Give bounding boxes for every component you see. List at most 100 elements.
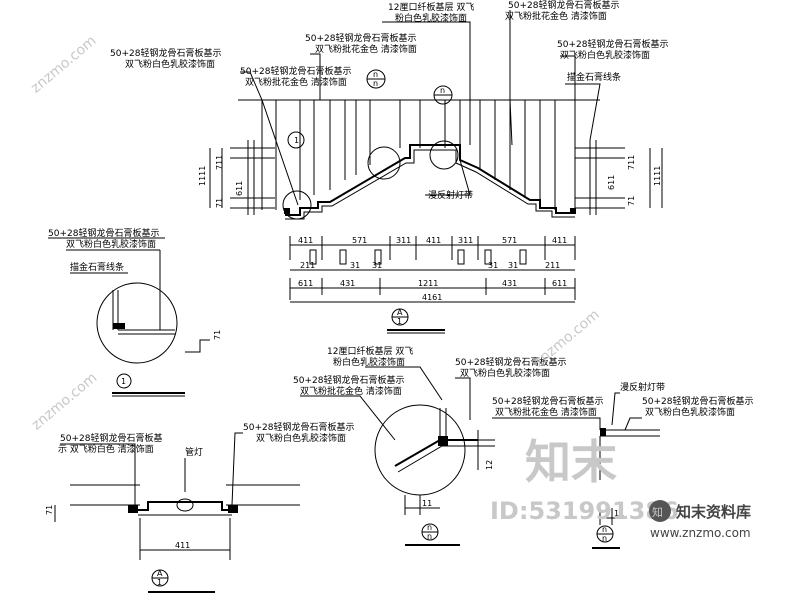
- detail-marker-n-top-text2: n: [373, 79, 378, 88]
- dim-bm-height: 12: [485, 460, 494, 470]
- section-marker-a-label: A: [397, 308, 403, 317]
- bm-marker-n2: n: [427, 532, 432, 541]
- label-bm-a-2: 粉白色乳胶漆饰面: [333, 356, 405, 368]
- detail-marker-n-top-text: n: [373, 70, 378, 79]
- detail-marker-1-text: 1: [294, 136, 299, 145]
- section-marker-a-sub: 1: [397, 317, 402, 326]
- dim-left-b: 611: [235, 181, 244, 196]
- hanger-rods: [261, 100, 576, 210]
- bm-detail-circle: [374, 404, 466, 496]
- label-top-e-1: 50+28轻钢龙骨石膏板基示: [557, 38, 668, 50]
- label-top-f-2: 双飞粉批花金色 清漆饰面: [505, 10, 607, 22]
- dim-top-5: 571: [502, 236, 517, 245]
- watermark-id: ID:531991386: [490, 497, 679, 525]
- dim-bot-2: 1211: [418, 279, 438, 288]
- dim-top-6: 411: [552, 236, 567, 245]
- detail-marker-1: [287, 131, 305, 149]
- dim-bot-3: 431: [502, 279, 517, 288]
- bottom-mid-detail: 12厘口纤板基层 双飞 粉白色乳胶漆饰面 50+28轻钢龙骨石膏板基示 双飞粉批…: [293, 345, 566, 546]
- label-bm-c-1: 50+28轻钢龙骨石膏板基示: [455, 356, 566, 368]
- label-tube-lamp: 管灯: [185, 446, 203, 458]
- leaders: [240, 10, 601, 206]
- dim-right-height: 1111: [653, 166, 662, 186]
- dim-top-3: 411: [426, 236, 441, 245]
- label-top-b-2: 双飞粉白色乳胶漆饰面: [125, 58, 215, 70]
- dim-left-height: 1111: [198, 166, 207, 186]
- watermark-brand: 知末: [525, 435, 617, 489]
- dim-right-a: 611: [607, 175, 616, 190]
- dim-bot-0: 611: [298, 279, 313, 288]
- bm-marker-n: n: [427, 523, 432, 532]
- label-br-b-2: 双飞粉批花金色 清漆饰面: [495, 406, 597, 418]
- label-br-a-1: 50+28轻钢龙骨石膏板基示: [642, 395, 753, 407]
- detail-callout-left: [282, 190, 312, 220]
- dimension-row-top: 411 571 311 411 311 571 411: [289, 236, 576, 260]
- dimension-row-mid: 211 31 31 31 31 211: [290, 249, 575, 271]
- label-bl-left-2: 示 双飞粉白色 清漆饰面: [58, 443, 154, 455]
- dim-left-a: 711: [215, 155, 224, 170]
- br-marker-n: n: [602, 525, 607, 534]
- watermark-site-3: znzmo.com: [531, 307, 602, 371]
- watermark-site-1: znzmo.com: [28, 33, 99, 97]
- tube-lamp: [176, 498, 194, 512]
- dimension-row-bottom: 611 431 1211 431 611 4161: [289, 278, 576, 303]
- dim-mid-3: 31: [488, 261, 498, 270]
- dim-bm-width: 11: [422, 499, 432, 508]
- label-bm-a-1: 12厘口纤板基层 双飞: [327, 345, 413, 357]
- label-top-d-1: 50+28轻钢龙骨石膏板基示: [240, 65, 351, 77]
- right-wall: [570, 140, 625, 215]
- label-left-mid-3: 描金石膏线条: [70, 261, 124, 273]
- label-br-lamp: 漫反射灯带: [620, 381, 665, 393]
- dim-bl-height: 71: [45, 505, 54, 515]
- label-lamp-trough: 漫反射灯带: [428, 189, 473, 201]
- section-marker-a: A 1: [387, 308, 445, 334]
- dim-bot-4: 611: [552, 279, 567, 288]
- label-top-e-2: 双飞粉白色乳胶漆饰面: [560, 49, 650, 61]
- bottom-right-detail: 50+28轻钢龙骨石膏板基示 双飞粉批花金色 清漆饰面 漫反射灯带 50+28轻…: [492, 381, 753, 549]
- dim-total: 4161: [422, 293, 442, 302]
- bl-marker-1: 1: [157, 578, 162, 587]
- right-height-dims: 1111 611 711 71: [607, 148, 663, 208]
- dim-br-width: 11: [614, 509, 624, 518]
- dim-left-detail-height: 71: [213, 330, 222, 340]
- dim-mid-5: 211: [545, 261, 560, 270]
- left-detail-circle: [96, 282, 178, 364]
- dim-top-4: 311: [458, 236, 473, 245]
- detail-marker-n-right-text: n: [440, 86, 445, 95]
- left-wall: [230, 140, 290, 215]
- left-detail-marker: 1: [121, 377, 126, 386]
- label-top-c-2: 双飞粉批花金色 清漆饰面: [315, 43, 417, 55]
- br-marker-n2: n: [602, 534, 607, 543]
- left-height-dims: 1111 711 611 71: [198, 148, 244, 208]
- label-bm-b-1: 50+28轻钢龙骨石膏板基示: [293, 374, 404, 386]
- label-top-d-2: 双飞粉批花金色 清漆饰面: [245, 76, 347, 88]
- dim-mid-1: 31: [350, 261, 360, 270]
- label-left-mid-2: 双飞粉白色乳胶漆饰面: [66, 238, 156, 250]
- dim-mid-4: 31: [508, 261, 518, 270]
- label-top-a-1: 12厘口纤板基层 双飞: [388, 1, 474, 13]
- watermark-brand-sub: 知末资料库: [676, 503, 751, 521]
- main-ceiling-section: 1 n n n 12厘口纤板基层 双飞 粉白色乳胶漆饰面 50+28轻钢龙骨石膏…: [110, 0, 668, 334]
- label-top-c-1: 50+28轻钢龙骨石膏板基示: [305, 32, 416, 44]
- bl-marker-a: A: [157, 569, 163, 578]
- label-top-a-2: 粉白色乳胶漆饰面: [395, 12, 467, 24]
- label-bl-right-1: 50+28轻钢龙骨石膏板基示: [243, 421, 354, 433]
- label-br-b-1: 50+28轻钢龙骨石膏板基示: [492, 395, 603, 407]
- label-top-b-1: 50+28轻钢龙骨石膏板基示: [110, 47, 221, 59]
- dim-top-1: 571: [352, 236, 367, 245]
- dim-mid-0: 211: [300, 261, 315, 270]
- dim-bot-1: 431: [340, 279, 355, 288]
- label-bl-right-2: 双飞粉白色乳胶漆饰面: [256, 432, 346, 444]
- dim-top-2: 311: [396, 236, 411, 245]
- label-br-a-2: 双飞粉白色乳胶漆饰面: [645, 406, 735, 418]
- dim-right-b: 711: [627, 155, 636, 170]
- detail-callout-right: [429, 140, 459, 170]
- dim-right-c: 71: [627, 196, 636, 206]
- watermark-badge-text: 知: [652, 505, 663, 519]
- watermark-layer: znzmo.com znzmo.com znzmo.com 知末 ID:5319…: [28, 33, 751, 540]
- watermark-url: www.znzmo.com: [650, 526, 751, 540]
- watermark-badge: 知: [649, 500, 671, 522]
- dim-top-0: 411: [298, 236, 313, 245]
- tube-lamp-trough: [138, 501, 232, 511]
